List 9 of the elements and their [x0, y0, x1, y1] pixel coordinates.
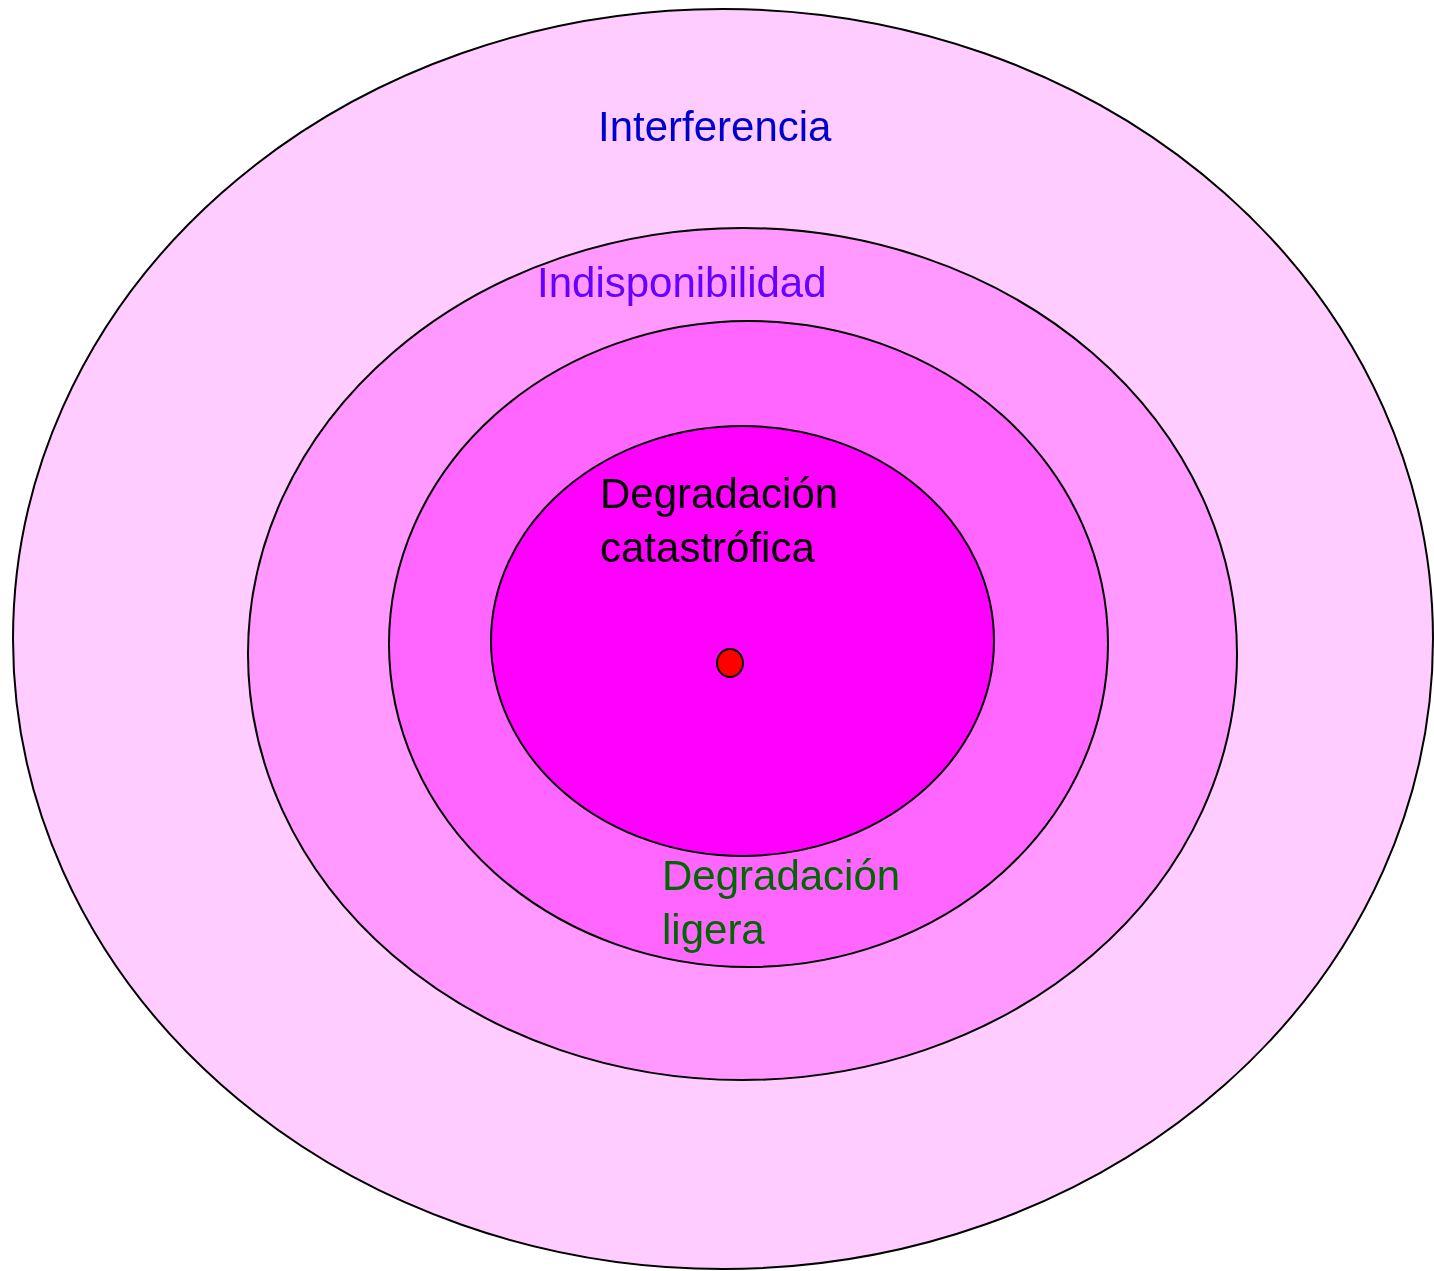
- zone-ellipse: [490, 425, 995, 857]
- zone-ellipse: [12, 8, 1434, 1270]
- zone-ellipse: [247, 227, 1238, 1081]
- zone-label: Interferencia: [598, 102, 833, 152]
- zone-ellipse: [388, 320, 1109, 968]
- zone-label: Degradación catastrófica: [600, 469, 840, 573]
- center-dot: [716, 648, 744, 678]
- zone-label: Degradación ligera: [662, 851, 902, 955]
- zone-label: Indisponibilidad: [537, 258, 828, 308]
